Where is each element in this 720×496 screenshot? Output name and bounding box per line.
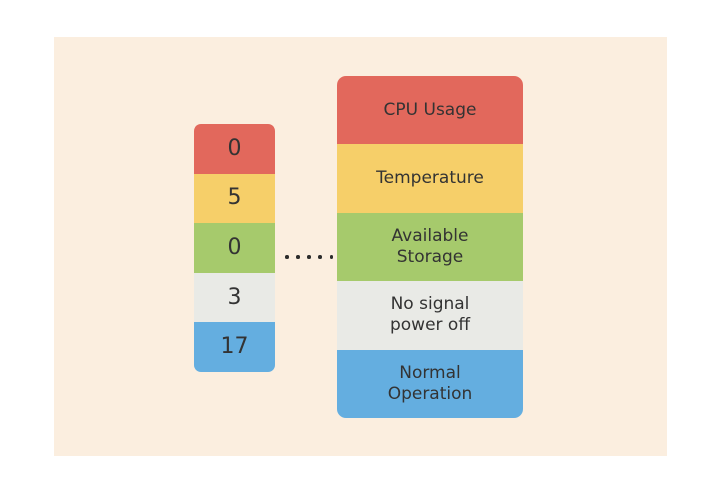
value-cell-temperature: 5 bbox=[194, 173, 275, 224]
metric-labels-column: CPU Usage Temperature Available Storage … bbox=[337, 76, 523, 418]
label-cell-temperature: Temperature bbox=[337, 144, 523, 213]
value-cell-cpu-usage: 0 bbox=[194, 124, 275, 174]
label-cell-normal-operation: Normal Operation bbox=[337, 349, 523, 418]
connector-dot bbox=[285, 255, 289, 259]
dotted-connector bbox=[285, 252, 333, 262]
value-cell-no-signal: 3 bbox=[194, 272, 275, 323]
label-cell-cpu-usage: CPU Usage bbox=[337, 76, 523, 145]
connector-dot bbox=[307, 255, 311, 259]
value-cell-normal-operation: 17 bbox=[194, 322, 275, 372]
value-cell-available-storage: 0 bbox=[194, 223, 275, 273]
metric-values-column: 0 5 0 3 17 bbox=[194, 124, 275, 372]
connector-dot bbox=[329, 255, 333, 259]
label-cell-available-storage: Available Storage bbox=[337, 212, 523, 282]
connector-dot bbox=[296, 255, 300, 259]
connector-dot bbox=[318, 255, 322, 259]
label-cell-no-signal: No signal power off bbox=[337, 281, 523, 350]
